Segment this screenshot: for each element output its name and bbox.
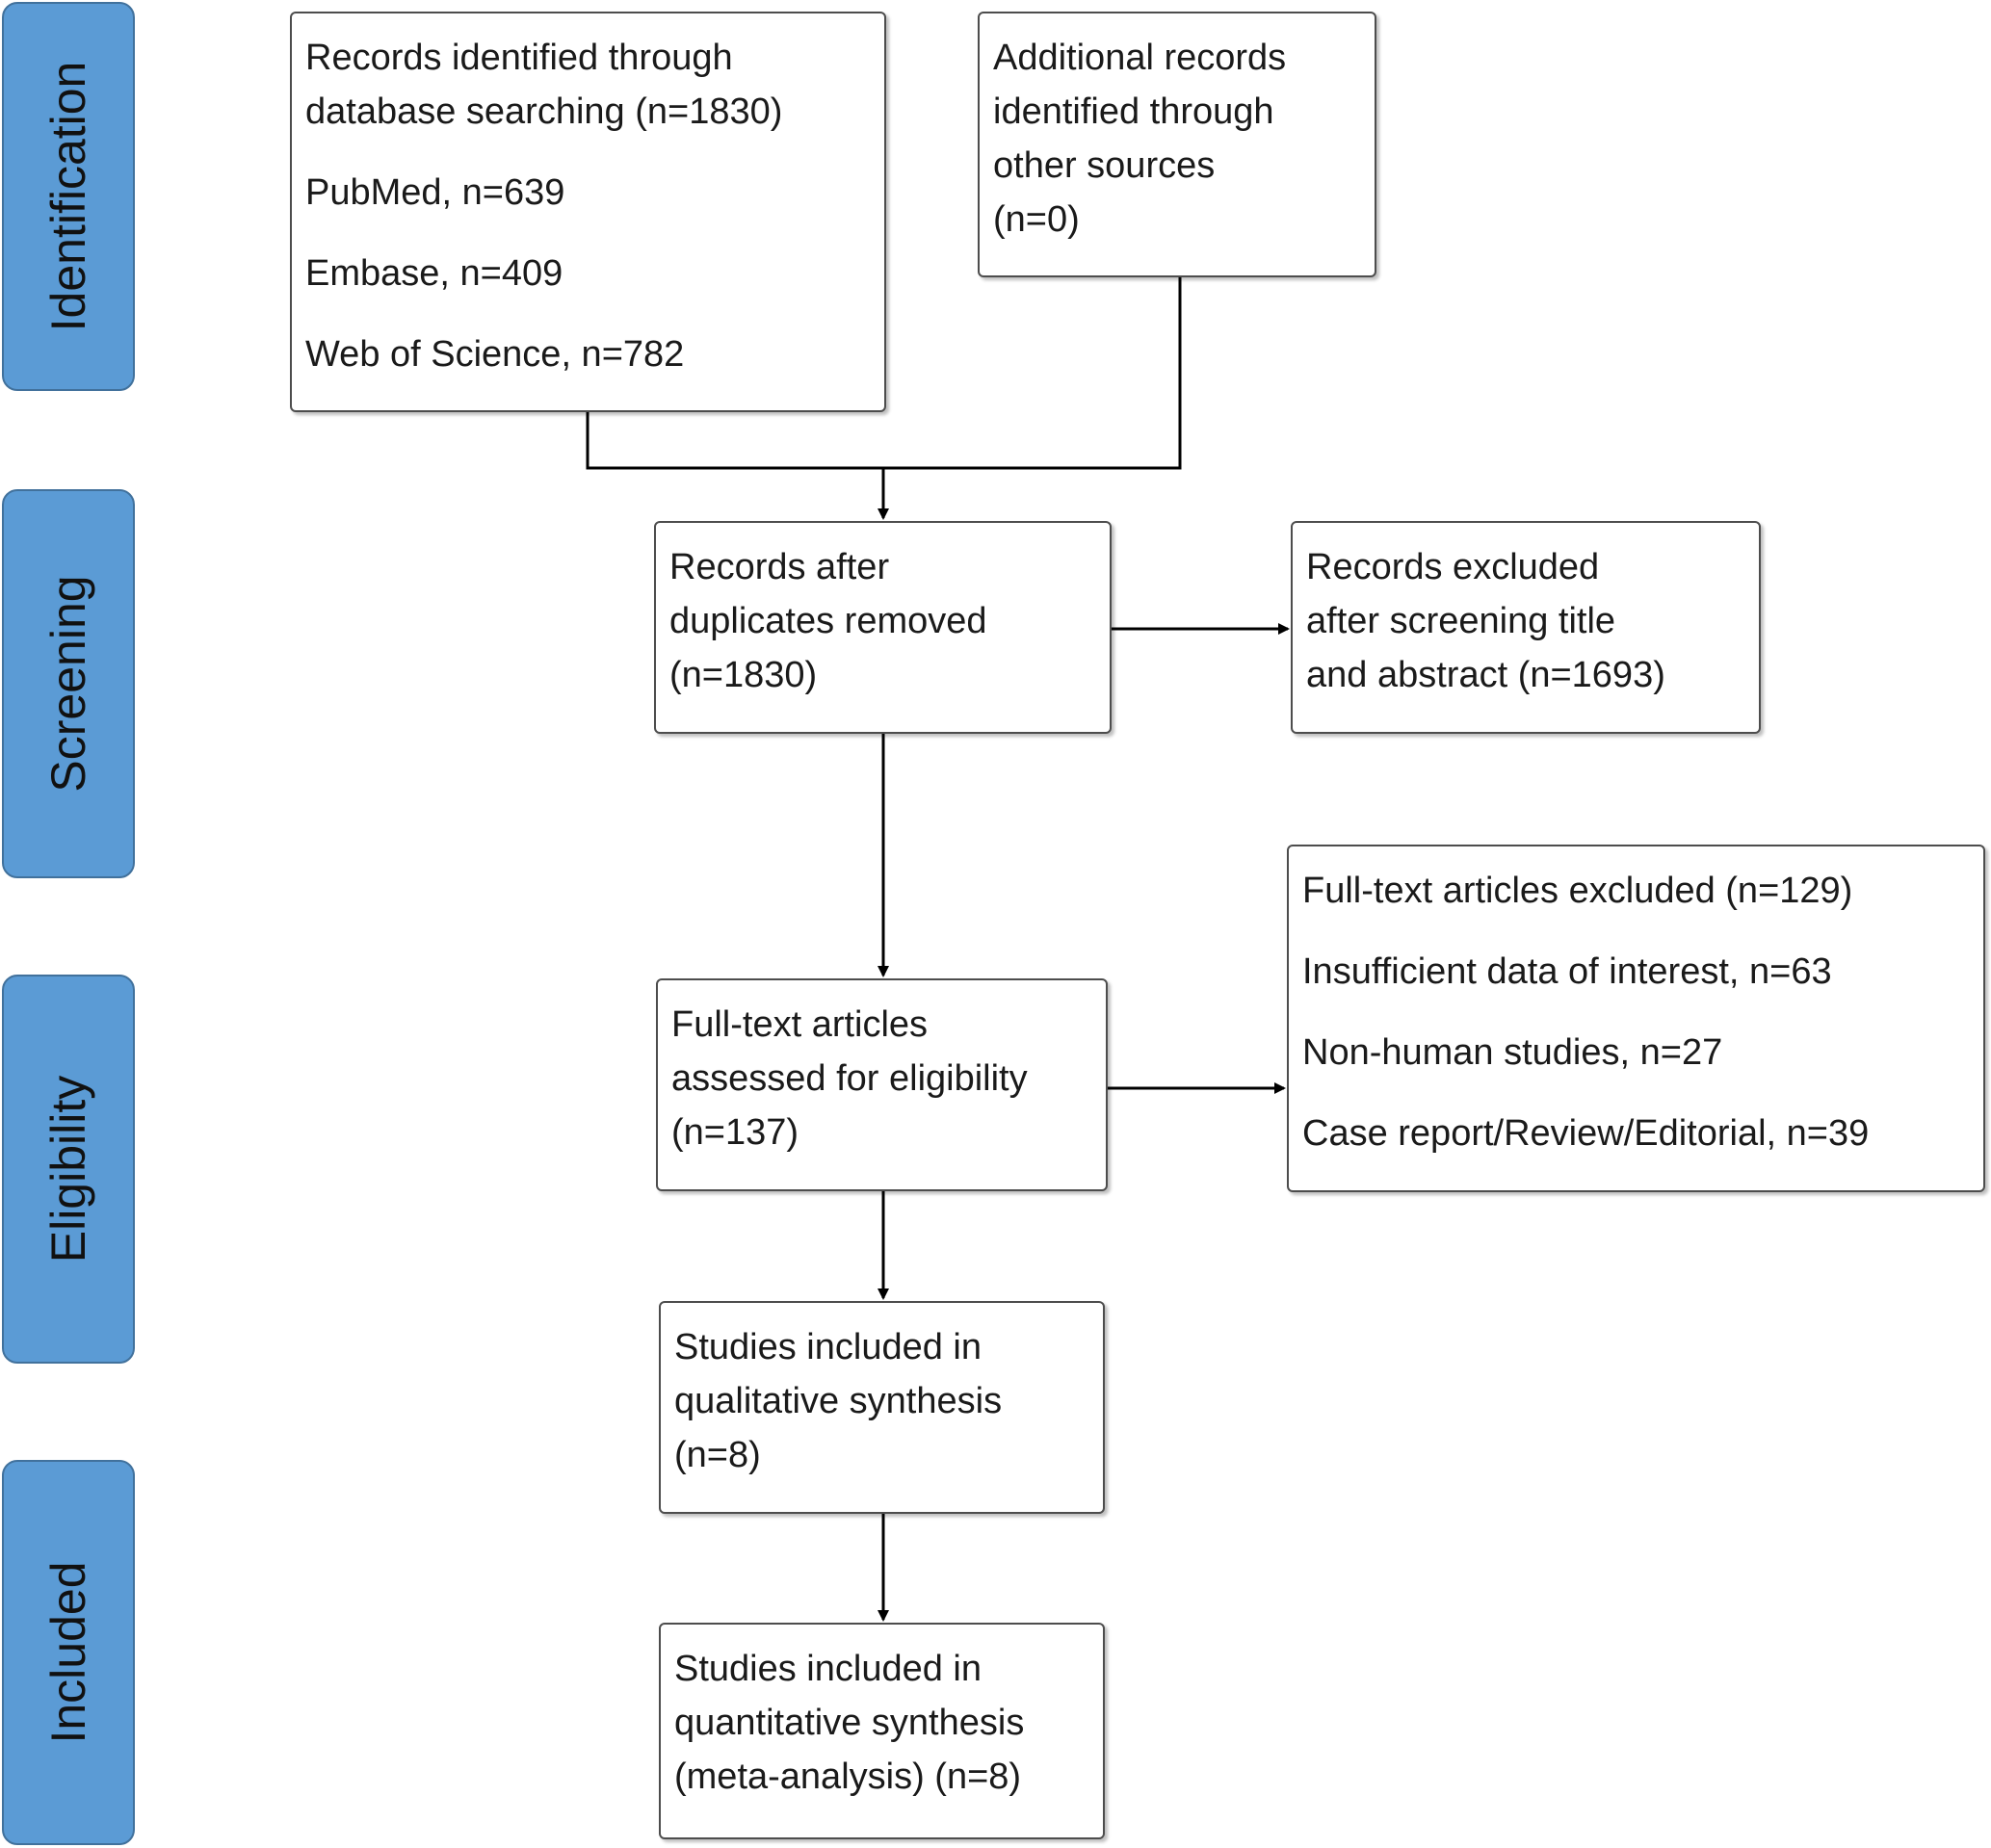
source-web-of-science: Web of Science, n=782 — [305, 334, 685, 375]
excluded-screening-line-3: and abstract (n=1693) — [1306, 655, 1665, 695]
other-sources-line-4: (n=0) — [993, 199, 1080, 240]
phase-identification: Identification — [2, 2, 135, 391]
other-sources-line-1: Additional records — [993, 38, 1287, 78]
excluded-screening-line-1: Records excluded — [1306, 547, 1600, 587]
qualitative-line-3: (n=8) — [674, 1435, 761, 1475]
phase-eligibility: Eligibility — [2, 975, 135, 1364]
box-excluded-screening: Records excluded after screening title a… — [1291, 521, 1761, 734]
other-sources-line-3: other sources — [993, 145, 1216, 186]
box-other-sources: Additional records identified through ot… — [978, 12, 1376, 277]
other-sources-line-2: identified through — [993, 91, 1274, 132]
phase-screening: Screening — [2, 489, 135, 878]
source-pubmed: PubMed, n=639 — [305, 172, 565, 213]
box-database-search: Records identified through database sear… — [290, 12, 886, 412]
source-embase: Embase, n=409 — [305, 253, 563, 294]
database-search-title-line-2: database searching (n=1830) — [305, 91, 783, 132]
qualitative-line-1: Studies included in — [674, 1327, 982, 1367]
phase-included: Included — [2, 1460, 135, 1845]
box-fulltext-assessed: Full-text articles assessed for eligibil… — [656, 978, 1108, 1191]
box-fulltext-excluded: Full-text articles excluded (n=129) Insu… — [1287, 845, 1985, 1192]
after-duplicates-line-3: (n=1830) — [669, 655, 818, 695]
box-quantitative-synthesis: Studies included in quantitative synthes… — [659, 1623, 1105, 1839]
after-duplicates-line-1: Records after — [669, 547, 890, 587]
box-qualitative-synthesis: Studies included in qualitative synthesi… — [659, 1301, 1105, 1514]
database-search-title-line-1: Records identified through — [305, 38, 733, 78]
fulltext-excluded-title: Full-text articles excluded (n=129) — [1302, 871, 1853, 911]
fulltext-assessed-line-1: Full-text articles — [671, 1004, 929, 1045]
quantitative-line-3: (meta-analysis) (n=8) — [674, 1757, 1022, 1797]
box-after-duplicates: Records after duplicates removed (n=1830… — [654, 521, 1112, 734]
after-duplicates-line-2: duplicates removed — [669, 601, 987, 641]
qualitative-line-2: qualitative synthesis — [674, 1381, 1003, 1421]
exclusion-reason-non-human: Non-human studies, n=27 — [1302, 1032, 1723, 1073]
quantitative-line-2: quantitative synthesis — [674, 1703, 1025, 1743]
excluded-screening-line-2: after screening title — [1306, 601, 1616, 641]
exclusion-reason-insufficient-data: Insufficient data of interest, n=63 — [1302, 951, 1832, 992]
quantitative-line-1: Studies included in — [674, 1649, 982, 1689]
fulltext-assessed-line-3: (n=137) — [671, 1112, 799, 1153]
fulltext-assessed-line-2: assessed for eligibility — [671, 1058, 1028, 1099]
exclusion-reason-case-report: Case report/Review/Editorial, n=39 — [1302, 1113, 1870, 1154]
